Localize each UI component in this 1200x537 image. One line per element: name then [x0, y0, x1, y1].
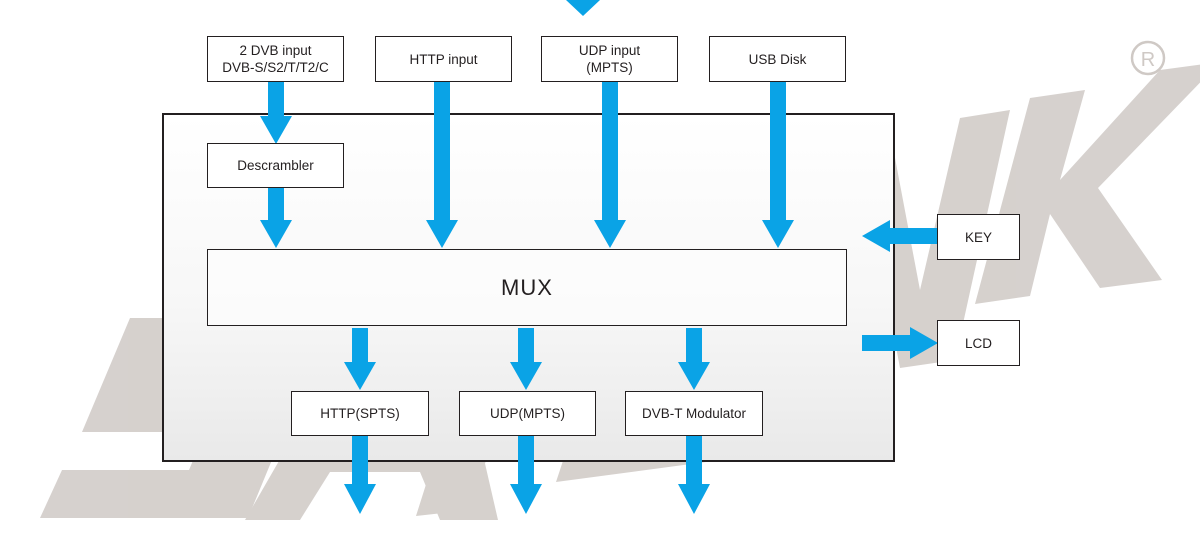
- key-box: KEY: [937, 214, 1020, 260]
- lcd-label: LCD: [964, 335, 992, 351]
- arrow-descrambler-to-mux: [260, 188, 292, 248]
- arrow-to-lcd: [862, 327, 938, 359]
- dvb-input-label: 2 DVB input DVB-S/S2/T/T2/C: [222, 43, 329, 75]
- arrow-usb-to-mux: [762, 80, 794, 248]
- udp-mpts-label: UDP(MPTS): [490, 406, 565, 421]
- arrow-udp-out-down: [510, 436, 542, 514]
- dvbt-modulator-box: DVB-T Modulator: [625, 391, 763, 436]
- arrow-http-out-down: [344, 436, 376, 514]
- dvbt-modulator-label: DVB-T Modulator: [641, 406, 747, 421]
- registered-mark-letter: R: [1141, 49, 1155, 71]
- arrow-key-to-mux: [862, 220, 938, 252]
- http-spts-output-box: HTTP(SPTS): [291, 391, 429, 436]
- arrow-mux-to-dvbt-out: [678, 328, 710, 390]
- arrow-dvb-to-descrambler: [260, 82, 292, 144]
- dvb-input-box: 2 DVB input DVB-S/S2/T/T2/C: [207, 36, 344, 82]
- http-input-box: HTTP input: [375, 36, 512, 82]
- udp-input-label: UDP input (MPTS): [578, 43, 641, 75]
- http-spts-label: HTTP(SPTS): [320, 406, 400, 421]
- descrambler-box: Descrambler: [207, 143, 344, 188]
- key-label: KEY: [964, 229, 992, 245]
- udp-input-box: UDP input (MPTS): [541, 36, 678, 82]
- http-input-label: HTTP input: [409, 51, 478, 67]
- mux-box: MUX: [207, 249, 847, 326]
- arrow-http-to-mux: [426, 80, 458, 248]
- registered-mark-circle: [1130, 40, 1166, 76]
- arrow-top-partial: [566, 0, 600, 16]
- udp-mpts-output-box: UDP(MPTS): [459, 391, 596, 436]
- mux-label: MUX: [501, 275, 553, 300]
- arrow-udp-to-mux: [594, 80, 626, 248]
- usb-disk-label: USB Disk: [748, 51, 807, 67]
- arrow-mux-to-udp-out: [510, 328, 542, 390]
- arrow-mux-to-http-out: [344, 328, 376, 390]
- lcd-box: LCD: [937, 320, 1020, 366]
- watermark-letter-k: [975, 64, 1200, 304]
- usb-disk-box: USB Disk: [709, 36, 846, 82]
- arrow-dvbt-out-down: [678, 436, 710, 514]
- descrambler-label: Descrambler: [237, 158, 314, 173]
